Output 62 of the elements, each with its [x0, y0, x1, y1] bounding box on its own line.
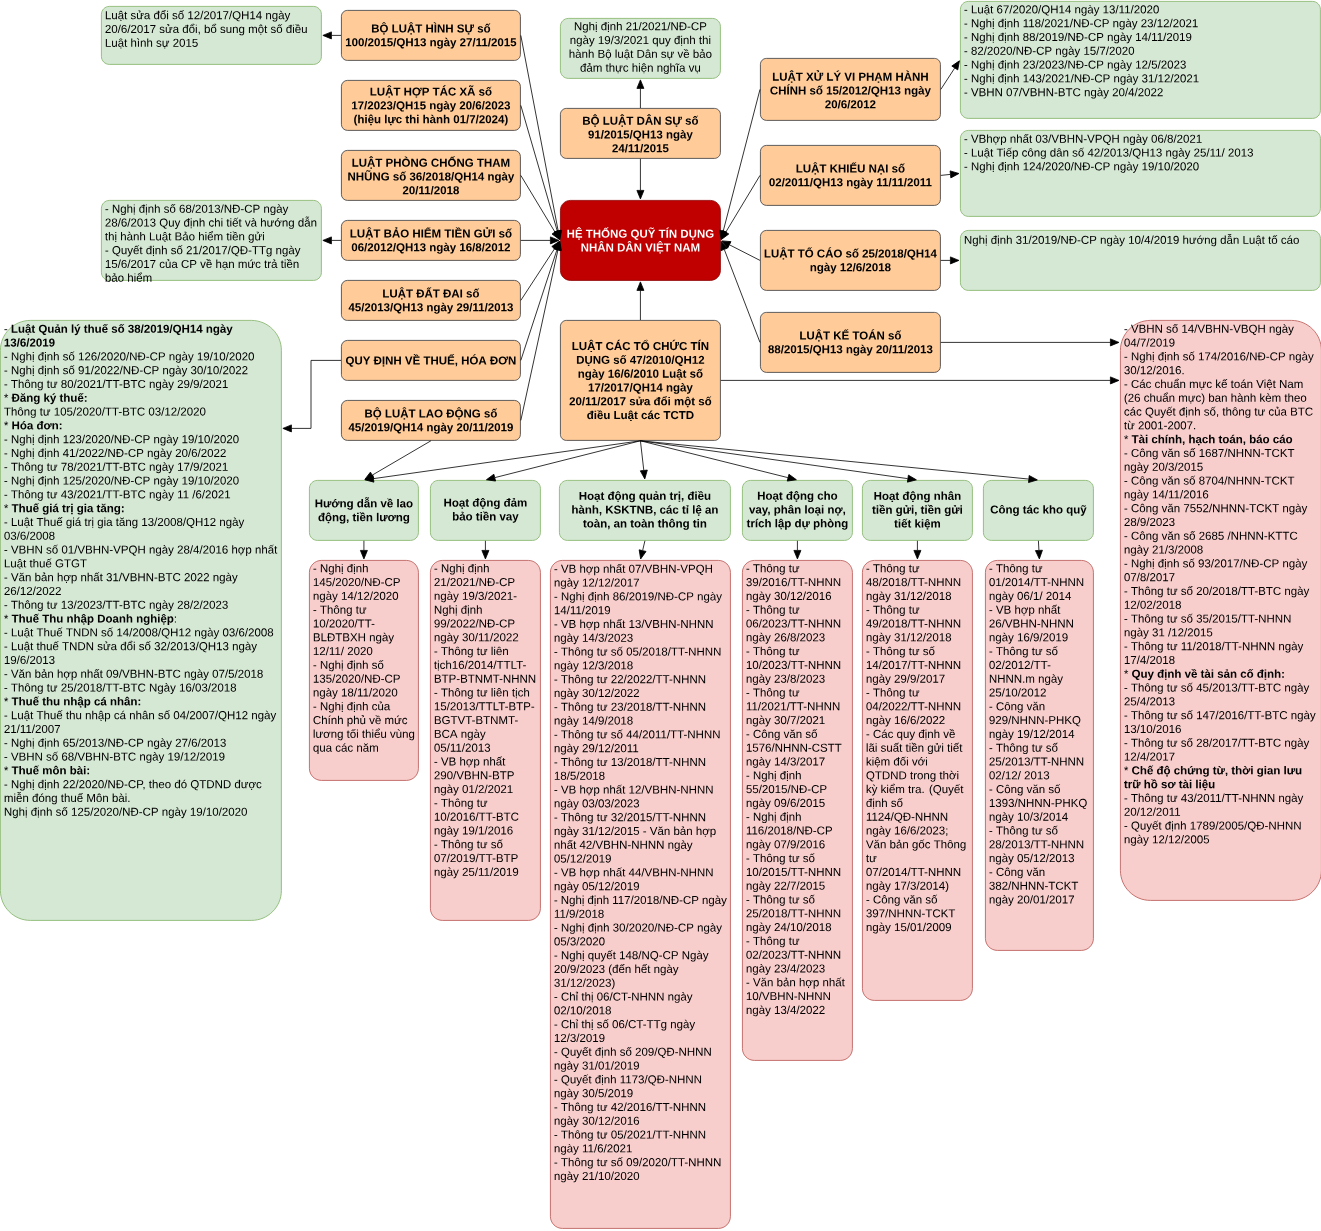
- arrow: [913, 540, 922, 560]
- note-box: - VBhợp nhất 03/VBHN-VPQH ngày 06/8/2021 - Luật Tiếp công dân số 42/2013/QH13 ngày 25/11/ 2013 - Nghị định 124/2020/NĐ-CP ngày 19/10/2020: [960, 130, 1321, 217]
- arrow: [364, 440, 641, 483]
- document-list-box: - Thông tư 01/2014/TT-NHNN ngày 06/1/ 2014 - VB hợp nhất 26/VBHN-NHNN ngày 16/9/2019 - Thông tư số 02/2012/TT-NHNN.m ngày 25/10/2012 - Công văn 929/NHNN-PHKQ ngày 19/12/2014 - Thông tư số 25/2013/TT-NHNN 02/12/ 2013 - Công văn số 1393/NHNN-PHKQ ngày 10/3/2014 - Thông tư số 28/2013/TT-NHNN ngày 05/12/2013 - Công văn 382/NHNN-TCKT ngày 20/01/2017: [985, 560, 1094, 951]
- note-box: - Nghị định số 68/2013/NĐ-CP ngày 28/6/2013 Quy định chi tiết và hướng dẫn thị hành Luật Bảo hiểm tiền gửi - Quyết định số 21/2017/QĐ-TTg ngày 15/6/2017 của CP về hạn mức trả tiền bảo hiểm: [101, 200, 322, 282]
- law-box: LUẬT TỐ CÁO số 25/2018/QH14 ngày 12/6/2018: [760, 230, 941, 291]
- arrow: [636, 158, 645, 200]
- document-list-box: - VBHN số 14/VBHN-VBQH ngày 04/7/2019 - Nghị định số 174/2016/NĐ-CP ngày 30/12/2016. - Các chuẩn mực kế toán Việt Nam (26 chuẩn mực) ban hành kèm theo các Quyết định số, thông tư của BTC từ 2001-2007. *Tài chính, hạch toán, báo cáo - Công văn số 1687/NHNN-TCKT ngày 20/3/2015 - Công văn số 8704/NHNN-TCKT ngày 14/11/2016 - Công văn 7552/NHNN-TCKT ngày 28/9/2023 - Công văn số 2685 /NHNN-KTTC ngày 21/3/2008 - Nghị định số 93/2017/NĐ-CP ngày 07/8/2017 - Thông tư số 20/2018/TT-BTC ngày 12/02/2018 - Thông tư số 35/2015/TT-NHNN ngày 31 /12/2015 - Thông tư 11/2018/TT-NHNN ngày 17/4/2018 *Quy định về tài sản cố định: - Thông tư số 45/2013/TT-BTC ngày 25/4/2013 - Thông tư số 147/2016/TT-BTC ngày 13/10/2016 - Thông tư số 28/2017/TT-BTC ngày 12/4/2017 *Chế độ chứng từ, thời gian lưu trữ hồ sơ tài liệu - Thông tư 43/2011/TT-NHNN ngày 20/12/2011 - Quyết định 1789/2005/QĐ-NHNN ngày 12/12/2005: [1120, 320, 1321, 901]
- law-box: LUẬT CÁC TỔ CHỨC TÍN DỤNG số 47/2010/QH12 ngày 16/6/2010 Luật số 17/2017/QH14 ngày 20/11/2017 sửa đổi một số điều Luật các TCTD: [560, 320, 721, 441]
- category-box: Hướng dẫn về lao động, tiền lương: [309, 480, 419, 541]
- arrow: [940, 170, 960, 179]
- note-box: Nghị định 21/2021/NĐ-CP ngày 19/3/2021 quy định thi hành Bộ luật Dân sự về bảo đảm thực hiện nghĩa vụ: [560, 18, 721, 79]
- arrow: [322, 236, 342, 245]
- arrow: [638, 540, 647, 560]
- arrow: [639, 440, 648, 480]
- category-box: Hoạt động đảm bảo tiền vay: [430, 480, 541, 541]
- law-box: QUY ĐỊNH VỀ THUẾ, HÓA ĐƠN: [341, 340, 521, 381]
- category-box: Hoạt động quản trị, điều hành, KSKTNB, các tỉ lệ an toàn, an toàn thông tin: [559, 480, 731, 541]
- arrow: [940, 338, 1120, 347]
- arrow: [720, 376, 1120, 385]
- law-box: BỘ LUẬT DÂN SỰ số 91/2015/QH13 ngày 24/11/2015: [560, 108, 721, 159]
- law-box: LUẬT XỬ LÝ VI PHẠM HÀNH CHÍNH số 15/2012/QH13 ngày 20/6/2012: [760, 58, 941, 121]
- arrow: [940, 256, 960, 265]
- arrow: [793, 540, 802, 560]
- arrow: [636, 79, 645, 109]
- arrow: [481, 540, 490, 560]
- arrow: [360, 540, 368, 560]
- arrow: [282, 360, 342, 433]
- law-box: LUẬT PHÒNG CHỐNG THAM NHŨNG số 36/2018/QH14 ngày 20/11/2018: [341, 150, 521, 201]
- arrow: [640, 440, 1038, 483]
- arrow: [520, 175, 560, 240]
- law-box: LUẬT KHIẾU NẠI số 02/2011/QH13 ngày 11/11/2011: [760, 145, 941, 206]
- arrow: [940, 60, 960, 90]
- arrow: [322, 31, 342, 40]
- category-box: Hoạt động cho vay, phân loại nợ, trích lập dự phòng: [742, 480, 853, 541]
- document-list-box: - Nghị định 145/2020/NĐ-CP ngày 14/12/2020 - Thông tư 10/2020/TT-BLĐTBXH ngày 12/11/ 2020 - Nghị định số 135/2020/NĐ-CP ngày 18/11/2020 - Nghị định của Chính phủ về mức lương tối thiểu vùng qua các năm: [309, 560, 419, 781]
- arrow: [720, 175, 761, 240]
- law-box: LUẬT ĐẤT ĐAI số 45/2013/QH13 ngày 29/11/2013: [341, 280, 521, 321]
- category-box: Hoạt động nhân tiền gửi, tiền gửi tiết kiệm: [862, 480, 973, 541]
- law-box: BỘ LUẬT LAO ĐỘNG số 45/2019/QH14 ngày 20/11/2019: [341, 400, 521, 441]
- document-list-box: - VB hợp nhất 07/VBHN-VPQH ngày 12/12/2017 - Nghị định 86/2019/NĐ-CP ngày 14/11/2019 - VB hợp nhất 13/VBHN-NHNN ngày 14/3/2023 - Thông tư số 05/2018/TT-NHNN ngày 12/3/2018 - Thông tư 22/2022/TT-NHNN ngày 30/12/2022 - Thông tư 23/2018/TT-NHNN ngày 14/9/2018 - Thông tư số 44/2011/TT-NHNN ngày 29/12/2011 - Thông tư 13/2018/TT-NHNN 18/5/2018 - VB hợp nhất 12/VBHN-NHNN ngày 03/03/2023 - Thông tư 32/2015/TT-NHNN ngày 31/12/2015 - Văn bản hợp nhất 42/VBHN-NHNN ngày 05/12/2019 - VB hợp nhất 44/VBHN-NHNN ngày 05/12/2019 - Nghị định 117/2018/NĐ-CP ngày 11/9/2018 - Nghị định 30/2020/NĐ-CP ngày 05/3/2020 - Nghị quyết 148/NQ-CP Ngày 20/9/2023 (đến hết ngày 31/12/2023) - Chỉ thị 06/CT-NHNN ngày 02/10/2018 - Chỉ thị số 06/CT-TTg ngày 12/3/2019 - Quyết định số 209/QĐ-NHNN ngày 31/01/2019 - Quyết định 1173/QĐ-NHNN ngày 30/5/2019 - Thông tư 42/2016/TT-NHNN ngày 30/12/2016 - Thông tư 05/2021/TT-NHNN ngày 11/6/2021 - Thông tư số 09/2020/TT-NHNN ngày 21/10/2020: [550, 560, 731, 1229]
- arrow: [719, 89, 761, 240]
- law-box: BỘ LUẬT HÌNH SỰ số 100/2015/QH13 ngày 27/11/2015: [341, 10, 521, 61]
- law-box: LUẬT KẾ TOÁN số 88/2015/QH13 ngày 20/11/2013: [760, 312, 941, 373]
- document-list-box: - Nghị định 21/2021/NĐ-CP ngày 19/3/2021- Nghị định 99/2022/NĐ-CP ngày 30/11/2022 - Thông tư liên tịch16/2014/TTLT-BTP-BTNMT-NHNN - Thông tư liên tịch 15/2013/TTLT-BTP-BGTVT-BTNMT-BCA ngày 05/11/2013 - VB hợp nhất 290/VBHN-BTP ngày 01/2/2021 - Thông tư 10/2016/TT-BTC ngày 19/1/2016 - Thông tư số 07/2019/TT-BTP ngày 25/11/2019: [430, 560, 541, 921]
- note-box: Nghị định 31/2019/NĐ-CP ngày 10/4/2019 hướng dẫn Luật tố cáo: [960, 230, 1321, 291]
- law-box: LUẬT BẢO HIỂM TIỀN GỬI số 06/2012/QH13 ngày 16/8/2012: [341, 220, 521, 261]
- arrow: [1035, 540, 1043, 560]
- note-box: - Luật 67/2020/QH14 ngày 13/11/2020 - Nghị định 118/2021/NĐ-CP ngày 23/12/2021 - Nghị định 88/2019/NĐ-CP ngày 14/11/2019 - 82/2020/NĐ-CP ngày 15/7/2020 - Nghị định 23/2023/NĐ-CP ngày 12/5/2023 - Nghị định 143/2021/NĐ-CP ngày 31/12/2021 - VBHN 07/VBHN-BTC ngày 20/4/2022: [960, 1, 1321, 119]
- arrow: [636, 281, 645, 321]
- category-box: Công tác kho quỹ: [983, 480, 1094, 541]
- law-box: LUẬT HỢP TÁC XÃ số 17/2023/QH15 ngày 20/6/2023 (hiệu lực thi hành 01/7/2024): [341, 80, 521, 131]
- arrow: [486, 440, 641, 482]
- note-box: Luật sửa đổi số 12/2017/QH14 ngày 20/6/2017 sửa đổi, bổ sung một số điều Luật hình sự 2015: [101, 6, 322, 65]
- document-list-box: - Luật Quản lý thuế số 38/2019/QH14 ngày 13/6/2019 - Nghị định số 126/2020/NĐ-CP ngày 19/10/2020 - Nghị định số 91/2022/NĐ-CP ngày 30/10/2022 - Thông tư 80/2021/TT-BTC ngày 29/9/2021 *Đăng ký thuế: Thông tư 105/2020/TT-BTC 03/12/2020 *Hóa đơn: - Nghị định 123/2020/NĐ-CP ngày 19/10/2020 - Nghị định 41/2022/NĐ-CP ngày 20/6/2022 - Thông tư 78/2021/TT-BTC ngày 17/9/2021 - Nghị định 125/2020/NĐ-CP ngày 19/10/2020 - Thông tư 43/2021/TT-BTC ngày 11 /6/2021 *Thuế giá trị gia tăng: - Luật Thuế giá trị gia tăng 13/2008/QH12 ngày 03/6/2008 - VBHN số 01/VBHN-VPQH ngày 28/4/2016 hợp nhất Luật thuế GTGT - Văn bản hợp nhất 31/VBHN-BTC 2022 ngày 26/12/2022 - Thông tư 13/2023/TT-BTC ngày 28/2/2023 *Thuế Thu nhập Doanh nghiệp: - Luật Thuế TNDN số 14/2008/QH12 ngày 03/6/2008 - Luật thuế TNDN sửa đổi số 32/2013/QH13 ngày 19/6/2013 - Văn bản hợp nhất 09/VBHN-BTC ngày 07/5/2018 - Thông tư 25/2018/TT-BTC Ngày 16/03/2018 *Thuế thu nhập cá nhân: - Luật Thuế thu nhập cá nhân số 04/2007/QH12 ngày 21/11/2007 - Nghị định 65/2013/NĐ-CP ngày 27/6/2013 - VBHN số 68/VBHN-BTC ngày 19/12/2019 *Thuế môn bài: - Nghị định 22/2020/NĐ-CP, theo đó QTDND được miễn đóng thuế Môn bài. Nghị định số 125/2020/NĐ-CP ngày 19/10/2020: [0, 320, 282, 921]
- document-list-box: - Thông tư 48/2018/TT-NHNN ngày 31/12/2018 - Thông tư 49/2018/TT-NHNN ngày 31/12/2018 - Thông tư số 14/2017/TT-NHNN ngày 29/9/2017 - Thông tư 04/2022/TT-NHNN ngày 16/6/2022 - Các quy định về lãi suất tiền gửi tiết kiệm đối với QTDND trong thời kỳ kiểm tra. (Quyết định số 1124/QĐ-NHNN ngày 16/6/2023; Văn bản gốc Thông tư 07/2014/TT-NHNN ngày 17/3/2014) - Công văn số 397/NHNN-TCKT ngày 15/01/2009: [862, 560, 973, 1001]
- central-box: HỆ THỐNG QUỸ TÍN DỤNG NHÂN DÂN VIỆT NAM: [560, 200, 721, 281]
- arrow: [720, 241, 761, 343]
- arrow: [520, 236, 560, 245]
- arrow: [721, 240, 761, 261]
- document-list-box: - Thông tư 39/2016/TT-NHNN ngày 30/12/2016 - Thông tư 06/2023/TT-NHNN ngày 26/8/2023 - Thông tư 10/2023/TT-NHNN ngày 23/8/2023 - Thông tư 11/2021/TT-NHNN ngày 30/7/2021 - Công văn số 1576/NHNN-CSTT ngày 14/3/2017 - Nghị định 55/2015/NĐ-CP ngày 09/6/2015 - Nghị định 116/2018/NĐ-CP ngày 07/9/2016 - Thông tư số 10/2015/TT-NHNN ngày 22/7/2015 - Thông tư số 25/2018/TT-NHNN ngày 24/10/2018 - Thông tư 02/2023/TT-NHNN ngày 23/4/2023 - Văn bản hợp nhất 10/VBHN-NHNN ngày 13/4/2022: [742, 560, 853, 1061]
- arrow: [520, 241, 562, 421]
